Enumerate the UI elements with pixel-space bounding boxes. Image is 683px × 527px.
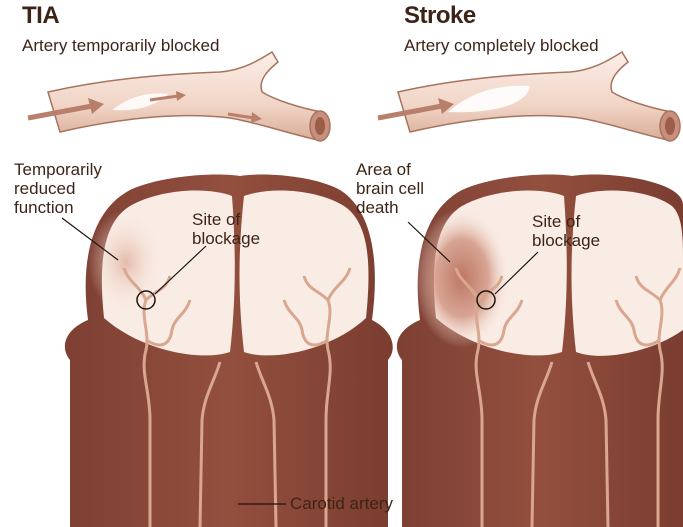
- tia-subtitle: Artery temporarily blocked: [22, 36, 219, 56]
- tia-effect-label: Temporarily reduced function: [14, 160, 102, 217]
- tia-artery: [28, 52, 330, 141]
- carotid-artery-label: Carotid artery: [290, 494, 393, 514]
- tia-title: TIA: [22, 2, 59, 30]
- stroke-artery: [378, 52, 680, 141]
- tia-reduced-function-area: [88, 210, 164, 314]
- tia-artery-body: [48, 52, 322, 140]
- tia-artery-lumen: [315, 117, 325, 135]
- stroke-subtitle: Artery completely blocked: [404, 36, 599, 56]
- stroke-site-label: Site of blockage: [532, 212, 600, 250]
- stroke-artery-body: [398, 52, 672, 140]
- stroke-effect-label: Area of brain cell death: [356, 160, 424, 217]
- tia-site-label: Site of blockage: [192, 210, 260, 248]
- stroke-artery-lumen: [665, 117, 675, 135]
- stroke-title: Stroke: [404, 2, 476, 30]
